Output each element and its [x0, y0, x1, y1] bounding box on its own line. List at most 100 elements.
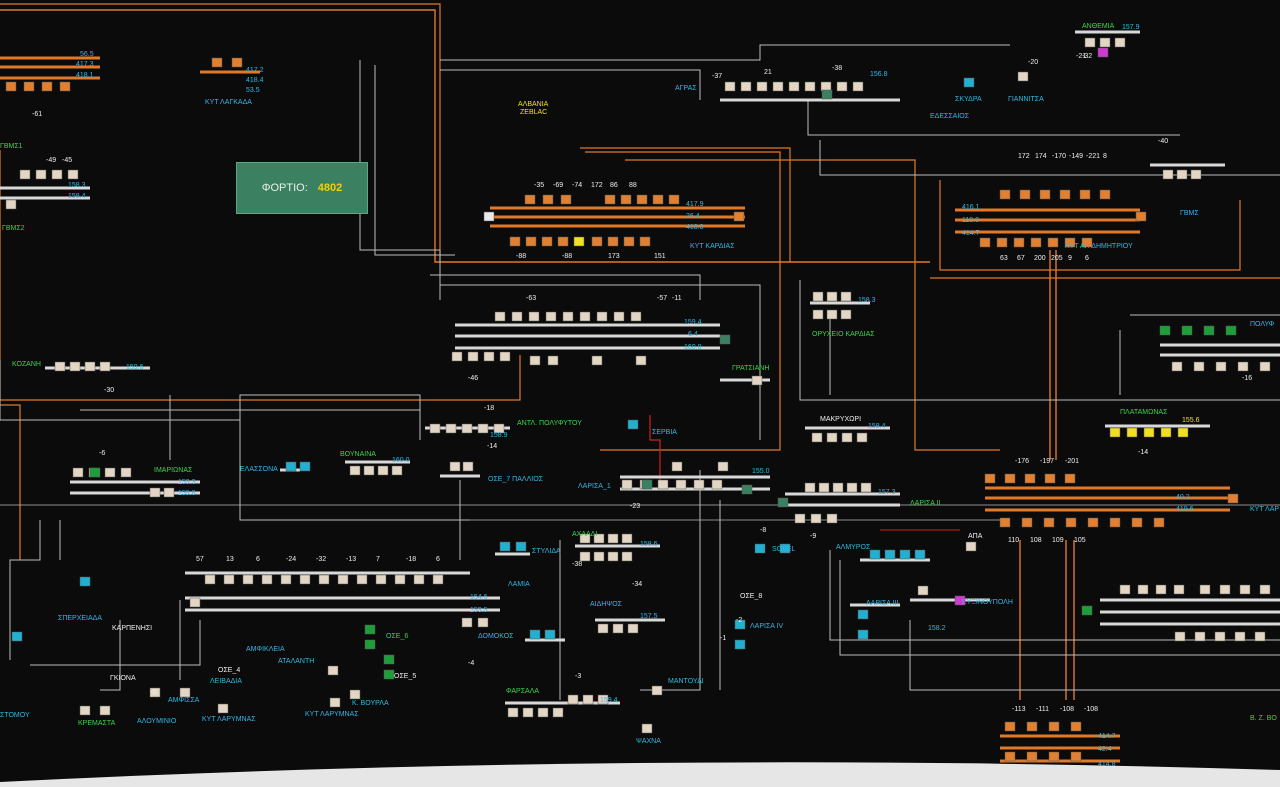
agd-flow: 172: [1018, 153, 1030, 160]
breaker-yellow: [1109, 427, 1121, 438]
breaker-green: [1159, 325, 1171, 336]
agd-flow: 8: [1103, 153, 1107, 160]
breaker-150kv: [149, 687, 161, 698]
breaker-150kv: [327, 665, 339, 676]
makrychori-reading: 158.4: [868, 423, 886, 430]
station-name-ose4: ΟΣΕ_4: [218, 667, 240, 674]
lamia-flow: 57: [196, 556, 204, 563]
flow-value: -9: [810, 533, 816, 540]
breaker-150kv: [163, 487, 175, 498]
station-name-anthemia: ΑΝΘΕΜΙΑ: [1082, 23, 1115, 30]
breaker-150kv: [596, 311, 608, 322]
breaker-150kv: [19, 169, 31, 180]
breaker-400kv: [557, 236, 569, 247]
flow-value: -30: [104, 387, 114, 394]
station-name-sovel: SOVEL: [772, 546, 795, 553]
breaker-150kv: [820, 81, 832, 92]
breaker-150kv: [810, 513, 822, 524]
line-400kv: [625, 159, 1000, 451]
station-name-achladi: ΑΧΛΑΔΙ: [572, 531, 597, 538]
breaker-150kv: [349, 465, 361, 476]
lamia-flow: 6: [436, 556, 440, 563]
breaker-150kv: [242, 574, 254, 585]
breaker-150kv: [104, 467, 116, 478]
breaker-green: [641, 479, 653, 490]
breaker-150kv: [522, 707, 534, 718]
station-name-ose7: ΟΣΕ_7 ΠΑΛΛΙΟΣ: [488, 476, 544, 483]
breaker-green: [821, 89, 833, 100]
station-name-kardia: ΚΥΤ ΚΑΡΔΙΑΣ: [690, 243, 735, 250]
breaker-150kv: [794, 513, 806, 524]
breaker-150kv: [377, 465, 389, 476]
breaker-150kv: [841, 432, 853, 443]
breaker-150kv: [751, 375, 763, 386]
breaker-yellow: [1143, 427, 1155, 438]
breaker-magenta: [1097, 47, 1109, 58]
breaker-yellow: [1126, 427, 1138, 438]
line-400kv: [0, 404, 21, 560]
breaker-150kv: [483, 351, 495, 362]
line-400kv: [0, 9, 930, 263]
line-150kv: [9, 520, 41, 660]
breaker-150kv: [1099, 37, 1111, 48]
breaker-150kv: [567, 694, 579, 705]
breaker-400kv: [1064, 473, 1076, 484]
flow-value: -61: [32, 111, 42, 118]
breaker-400kv: [1065, 517, 1077, 528]
breaker-150kv: [693, 479, 705, 490]
breaker-150kv: [1174, 631, 1186, 642]
breaker-150kv: [826, 291, 838, 302]
station-name-almyros: ΑΛΜΥΡΟΣ: [836, 544, 871, 551]
breaker-400kv: [1048, 751, 1060, 762]
breaker-400kv: [1004, 721, 1016, 732]
breaker-green: [364, 639, 376, 650]
breaker-150kv: [812, 309, 824, 320]
marionas-reading: 159.8: [178, 490, 196, 497]
larymnas-flow: 108: [1030, 537, 1042, 544]
kardia-flow: 86: [610, 182, 618, 189]
breaker-150kv: [67, 169, 79, 180]
larymnas-flow: 110: [1008, 537, 1019, 544]
breaker-150kv: [772, 81, 784, 92]
breaker-400kv: [1024, 473, 1036, 484]
station-name-alouminio: ΑΛΟΥΜΙΝΙΟ: [137, 718, 177, 725]
breaker-150kv: [812, 291, 824, 302]
breaker-cyan: [11, 631, 23, 642]
breaker-reactor: [483, 211, 495, 222]
breaker-150kv: [1219, 584, 1231, 595]
breaker-150kv: [99, 705, 111, 716]
breaker-green: [1181, 325, 1193, 336]
breaker-400kv: [560, 194, 572, 205]
floor-edge: [0, 762, 1280, 787]
breaker-150kv: [1234, 631, 1246, 642]
breaker-400kv: [591, 236, 603, 247]
polyf-reading: 160.0: [684, 344, 702, 351]
breaker-150kv: [537, 707, 549, 718]
breaker-150kv: [613, 311, 625, 322]
breaker-150kv: [69, 361, 81, 372]
larymnas-flow: 109: [1052, 537, 1064, 544]
breaker-magenta: [954, 595, 966, 606]
breaker-150kv: [375, 574, 387, 585]
larymnas-reading: 40.2: [1176, 494, 1190, 501]
station-name-stylida: ΣΤΥΛΙΔΑ: [532, 548, 561, 555]
breaker-400kv: [524, 194, 536, 205]
agd-reading: 416.1: [962, 204, 980, 211]
agras-reading: 156.8: [870, 71, 888, 78]
station-name-langada: ΚΥΤ ΛΑΓΚΑΔΑ: [205, 99, 252, 106]
breaker-cyan: [857, 609, 869, 620]
breaker-150kv: [1137, 584, 1149, 595]
station-name-leivadia: ΛΕΙΒΑΔΙΑ: [210, 678, 242, 685]
breaker-400kv: [5, 81, 17, 92]
breaker-150kv: [1215, 361, 1227, 372]
marionas-reading: 159.3: [178, 479, 196, 486]
breaker-150kv: [337, 574, 349, 585]
line-400kv: [580, 147, 791, 262]
breaker-green: [1225, 325, 1237, 336]
breaker-150kv: [84, 361, 96, 372]
breaker-150kv: [630, 311, 642, 322]
breaker-400kv: [23, 81, 35, 92]
aidipsos-reading: 157.5: [640, 613, 658, 620]
breaker-150kv: [804, 482, 816, 493]
